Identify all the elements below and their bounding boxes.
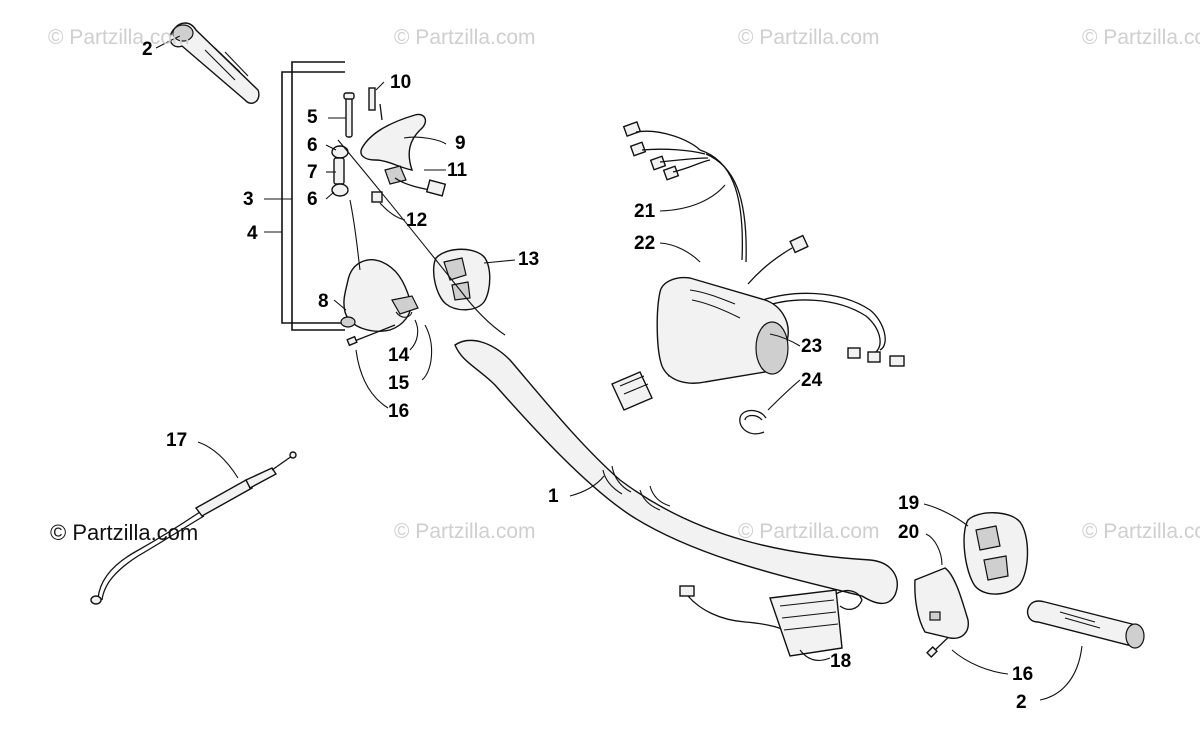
callout-19[interactable]: 19: [898, 493, 920, 514]
wiring-harness-icon[interactable]: [611, 121, 905, 411]
bracket-20-icon[interactable]: [914, 567, 969, 639]
callout-6[interactable]: 6: [307, 135, 318, 156]
throttle-hardware-icon: [331, 87, 383, 203]
callout-14[interactable]: 14: [388, 345, 410, 366]
handlebar-icon[interactable]: [454, 339, 898, 605]
callout-18[interactable]: 18: [830, 651, 852, 672]
watermark-strong: © Partzilla.com: [50, 520, 199, 545]
switch-13-icon[interactable]: [432, 248, 491, 311]
clamp-icon: [739, 409, 767, 435]
callout-5[interactable]: 5: [307, 107, 318, 128]
callout-2[interactable]: 2: [1016, 692, 1027, 713]
harness-18-icon[interactable]: [679, 585, 863, 657]
callout-16[interactable]: 16: [388, 401, 410, 422]
callout-11[interactable]: 11: [447, 160, 468, 181]
callout-4[interactable]: 4: [247, 223, 258, 244]
watermark: © Partzilla.com: [394, 520, 536, 543]
callout-2[interactable]: 2: [142, 39, 153, 60]
watermark: © Partzilla.com: [48, 26, 190, 49]
watermark: © Partzilla.com: [1082, 520, 1200, 543]
watermark: © Partzilla.com: [738, 520, 880, 543]
throttle-lever-icon[interactable]: [360, 113, 447, 197]
callout-9[interactable]: 9: [455, 133, 466, 154]
grip-icon[interactable]: [1026, 600, 1145, 649]
watermark: © Partzilla.com: [738, 26, 880, 49]
callout-15[interactable]: 15: [388, 373, 410, 394]
bracket-4: [281, 71, 345, 324]
callout-17[interactable]: 17: [166, 430, 188, 451]
handlebar-pad-icon[interactable]: [656, 276, 789, 384]
callout-12[interactable]: 12: [406, 210, 428, 231]
callout-1[interactable]: 1: [548, 486, 559, 507]
throttle-cable-icon[interactable]: [90, 451, 297, 605]
callout-8[interactable]: 8: [318, 291, 329, 312]
callout-7[interactable]: 7: [307, 162, 318, 183]
callout-16[interactable]: 16: [1012, 664, 1034, 685]
callout-21[interactable]: 21: [634, 201, 656, 222]
callout-23[interactable]: 23: [801, 336, 823, 357]
callout-10[interactable]: 10: [390, 72, 412, 93]
callout-22[interactable]: 22: [634, 233, 656, 254]
right-switch-housing-icon[interactable]: [963, 512, 1029, 595]
left-switch-housing-icon[interactable]: [340, 259, 419, 332]
callout-6[interactable]: 6: [307, 189, 318, 210]
callout-20[interactable]: 20: [898, 522, 920, 543]
watermark: © Partzilla.com: [1082, 26, 1200, 49]
bracket-3: [291, 61, 345, 331]
screw-icon: [346, 324, 961, 658]
watermark: © Partzilla.com: [394, 26, 536, 49]
callout-3[interactable]: 3: [243, 189, 254, 210]
leader-lines: [155, 35, 1083, 701]
callout-13[interactable]: 13: [518, 249, 540, 270]
callout-24[interactable]: 24: [801, 370, 823, 391]
